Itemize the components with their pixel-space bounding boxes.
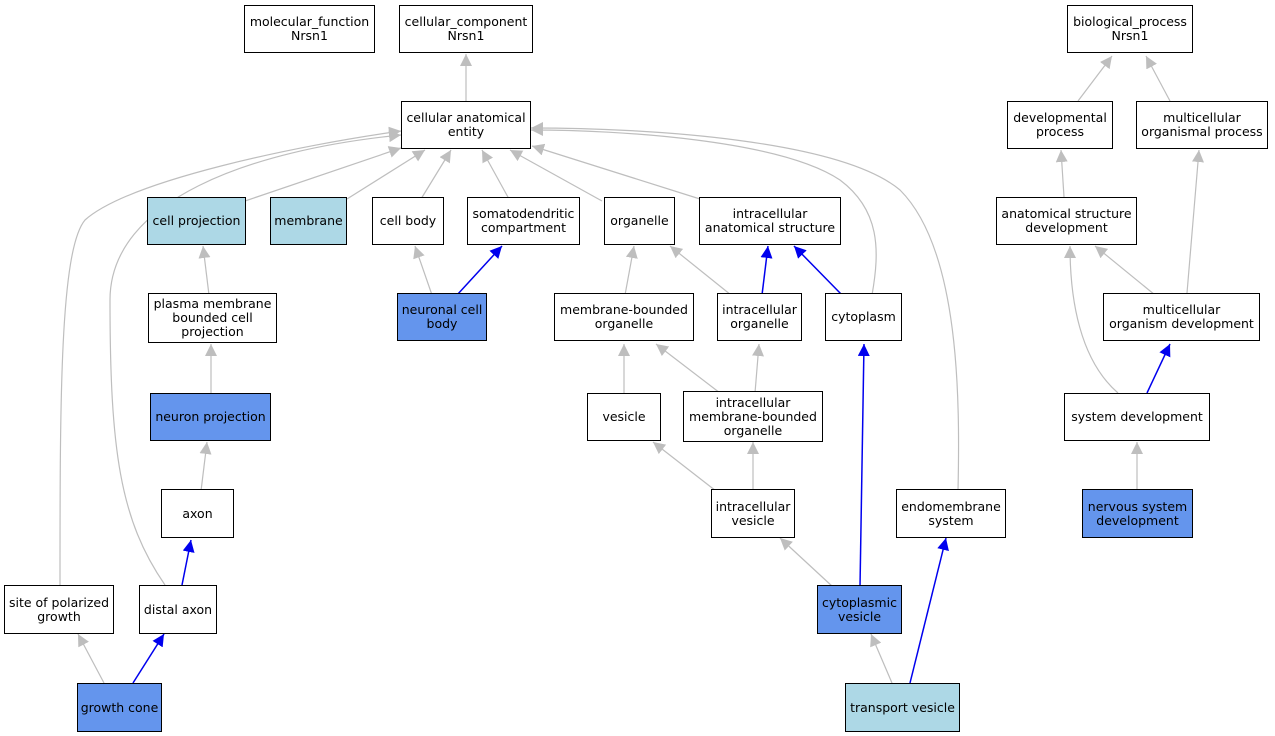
edge-cytoplasm-ias	[793, 245, 843, 296]
edge-ias-cae	[531, 143, 701, 200]
edge-distal-axon	[181, 539, 195, 586]
node-anatomical-structure-development: anatomical structure development	[996, 197, 1137, 245]
edge-gc-distal	[132, 633, 165, 684]
edge-io-ias	[760, 245, 773, 296]
node-plasma-membrane-bounded-cell-projection: plasma membrane bounded cell projection	[148, 293, 277, 343]
node-organelle: organelle	[604, 197, 675, 245]
edge-mod-asd	[1094, 245, 1156, 296]
node-membrane: membrane	[270, 197, 347, 245]
node-cellular-anatomical-entity: cellular anatomical entity	[401, 101, 531, 149]
edge-multiproc-bp	[1145, 55, 1171, 102]
node-intracellular-anatomical-structure: intracellular anatomical structure	[699, 197, 841, 245]
node-somatodendritic-compartment: somatodendritic compartment	[467, 197, 580, 245]
node-intracellular-vesicle: intracellular vesicle	[711, 489, 795, 538]
edge-gc-spg	[77, 633, 105, 684]
node-transport-vesicle: transport vesicle	[845, 683, 960, 732]
edge-somato-cae	[481, 149, 510, 200]
node-developmental-process: developmental process	[1007, 101, 1113, 149]
edge-membrane-cae	[346, 149, 426, 200]
edge-distal-cae	[109, 130, 402, 586]
node-system-development: system development	[1064, 393, 1210, 441]
edge-io-organelle	[669, 245, 732, 296]
node-intracellular-membrane-bounded-organelle: intracellular membrane-bounded organelle	[683, 391, 823, 442]
node-neuronal-cell-body: neuronal cell body	[397, 293, 487, 341]
node-site-of-polarized-growth: site of polarized growth	[4, 585, 114, 634]
node-nervous-system-development: nervous system development	[1082, 489, 1193, 538]
node-cytoplasmic-vesicle: cytoplasmic vesicle	[817, 585, 902, 634]
edge-mod-multiproc	[1186, 149, 1204, 294]
node-membrane-bounded-organelle: membrane-bounded organelle	[554, 293, 694, 341]
node-cellular-component: cellular_component Nrsn1	[399, 5, 533, 53]
edge-ncb-cellbody	[413, 245, 433, 296]
edge-axon-np	[199, 441, 212, 492]
edge-imbo-mbo	[655, 343, 721, 394]
node-distal-axon: distal axon	[139, 585, 217, 634]
edge-asd-devproc	[1055, 149, 1068, 198]
edge-iv-vesicle	[652, 441, 717, 492]
edge-organelle-cae	[509, 149, 603, 202]
node-multicellular-organismal-process: multicellular organismal process	[1136, 101, 1268, 149]
node-biological-process: biological_process Nrsn1	[1067, 5, 1193, 53]
edge-pmbcp-cellproj	[198, 245, 211, 296]
edge-tv-endo	[909, 537, 949, 684]
edge-ncb-somato	[456, 245, 503, 296]
node-cell-projection: cell projection	[147, 197, 246, 245]
node-intracellular-organelle: intracellular organelle	[717, 293, 802, 341]
node-neuron-projection: neuron projection	[150, 393, 271, 441]
node-cell-body: cell body	[372, 197, 444, 245]
edge-spg-cae	[59, 126, 402, 588]
edge-cv-iv	[779, 537, 834, 588]
node-axon: axon	[161, 489, 234, 538]
edge-cv-cytoplasm	[857, 343, 870, 588]
node-cytoplasm: cytoplasm	[825, 293, 902, 341]
edge-cytoplasm-cae	[530, 124, 877, 296]
edge-mbo-organelle	[624, 245, 638, 296]
node-molecular-function: molecular_function Nrsn1	[244, 5, 375, 53]
node-vesicle: vesicle	[587, 393, 661, 441]
edge-devproc-bp	[1077, 55, 1113, 102]
edge-sysdev-mod	[1146, 343, 1171, 394]
node-endomembrane-system: endomembrane system	[896, 489, 1006, 538]
node-multicellular-organism-development: multicellular organism development	[1103, 293, 1260, 341]
node-growth-cone: growth cone	[77, 683, 162, 732]
edge-endo-cae	[530, 122, 960, 492]
edge-cellproj-cae	[244, 146, 402, 202]
edge-imbo-io	[752, 343, 765, 394]
edge-sysdev-asd	[1064, 245, 1119, 394]
edge-tv-cv	[870, 633, 893, 684]
edge-cellbody-cae	[420, 149, 452, 200]
